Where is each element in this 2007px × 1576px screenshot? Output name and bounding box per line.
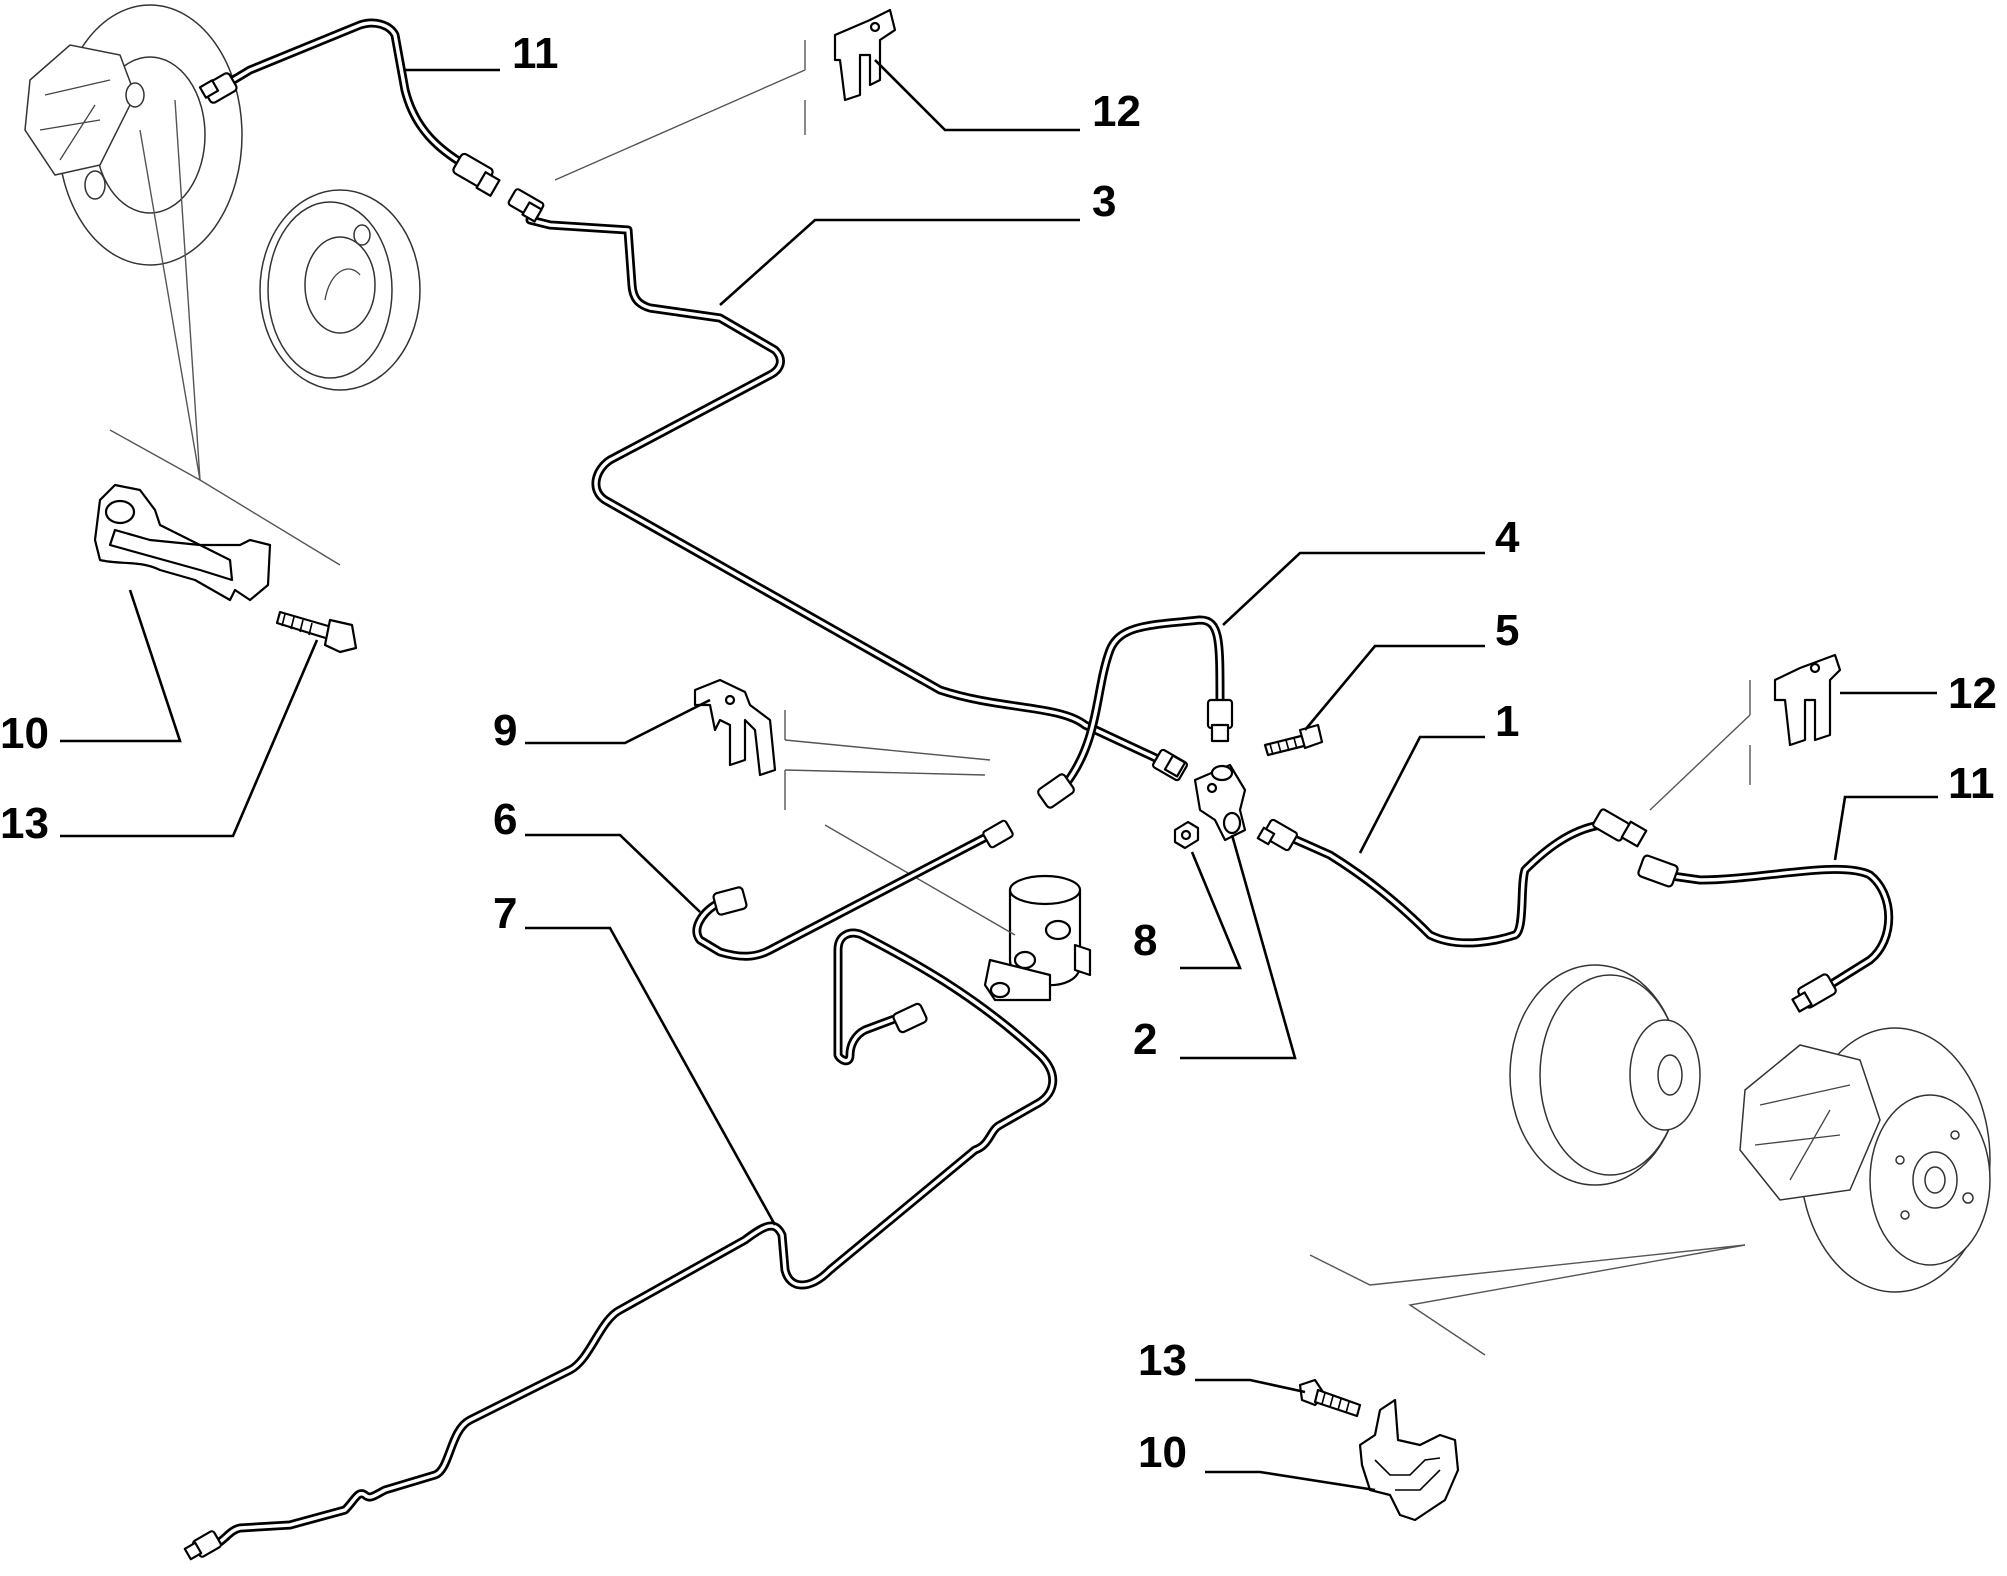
callout-7: 7 bbox=[493, 889, 517, 938]
fitting-hose-11-right-end bbox=[1791, 973, 1837, 1013]
pipe-1 bbox=[1280, 820, 1605, 948]
guide-lines bbox=[109, 40, 1751, 1356]
brake-pipes bbox=[210, 18, 1894, 1550]
flex-hose-11-left bbox=[220, 18, 470, 170]
callout-2: 2 bbox=[1133, 1015, 1157, 1064]
nut-8 bbox=[1173, 820, 1200, 850]
callout-9: 9 bbox=[493, 706, 517, 755]
callout-10-bottom: 10 bbox=[1138, 1428, 1187, 1477]
fitting-pipe-4-end bbox=[1206, 698, 1234, 743]
callout-labels: 11 12 3 4 5 1 12 11 9 10 13 6 7 8 2 13 1… bbox=[0, 29, 1997, 1477]
bolt-13-bottom bbox=[1298, 1378, 1362, 1418]
front-right-disc-brake-ghost bbox=[1739, 1027, 1991, 1293]
fitting-hose-end-top-left bbox=[198, 72, 238, 104]
bolt-5 bbox=[1263, 723, 1324, 757]
callout-10-left: 10 bbox=[0, 709, 49, 758]
rear-right-drum-ghost bbox=[1509, 964, 1701, 1186]
fitting-hose-end-11-left bbox=[452, 152, 501, 197]
fitting-pipe-3-end bbox=[1152, 748, 1188, 782]
fitting-pipe-7-start bbox=[892, 1002, 928, 1034]
callout-11-left: 11 bbox=[512, 29, 559, 78]
t-connector-2 bbox=[1193, 763, 1247, 842]
callout-3: 3 bbox=[1092, 177, 1116, 226]
bracket-10-bottom bbox=[1358, 1398, 1460, 1522]
fitting-pipe-4-start bbox=[1037, 773, 1075, 809]
fitting-pipe-1-end bbox=[1592, 808, 1648, 848]
rear-left-drum-ghost bbox=[259, 189, 421, 391]
fitting-pipe-1-start bbox=[1256, 818, 1298, 852]
leader-lines bbox=[60, 59, 1938, 1492]
clip-12-top bbox=[833, 8, 897, 102]
pipe-3 bbox=[525, 215, 1165, 765]
callout-1: 1 bbox=[1495, 697, 1519, 746]
front-left-disc-brake-ghost bbox=[24, 4, 243, 266]
callout-6: 6 bbox=[493, 795, 517, 844]
fitting-pipe-6-end bbox=[712, 886, 748, 916]
bracket-10-left bbox=[93, 483, 272, 602]
callout-11-right: 11 bbox=[1948, 759, 1995, 808]
pipe-7 bbox=[210, 928, 1058, 1550]
callout-12-top: 12 bbox=[1092, 87, 1141, 136]
brake-pressure-regulator bbox=[983, 874, 1092, 1002]
clip-12-right bbox=[1773, 653, 1842, 747]
fitting-pipe-3-start bbox=[507, 188, 545, 223]
fitting-hose-11-right-start bbox=[1637, 854, 1679, 888]
fitting-pipe-6-start bbox=[982, 819, 1014, 849]
clip-9 bbox=[693, 678, 777, 777]
callout-12-right: 12 bbox=[1948, 669, 1997, 718]
callout-8: 8 bbox=[1133, 916, 1157, 965]
callout-13-bottom: 13 bbox=[1138, 1336, 1187, 1385]
callout-13-left: 13 bbox=[0, 799, 49, 848]
callout-4: 4 bbox=[1495, 513, 1520, 562]
fitting-pipe-7-end bbox=[183, 1530, 222, 1561]
pipe-4 bbox=[1060, 615, 1225, 790]
pipe-fittings bbox=[183, 72, 1837, 1561]
bolt-13-left bbox=[275, 610, 358, 654]
callout-5: 5 bbox=[1495, 606, 1519, 655]
